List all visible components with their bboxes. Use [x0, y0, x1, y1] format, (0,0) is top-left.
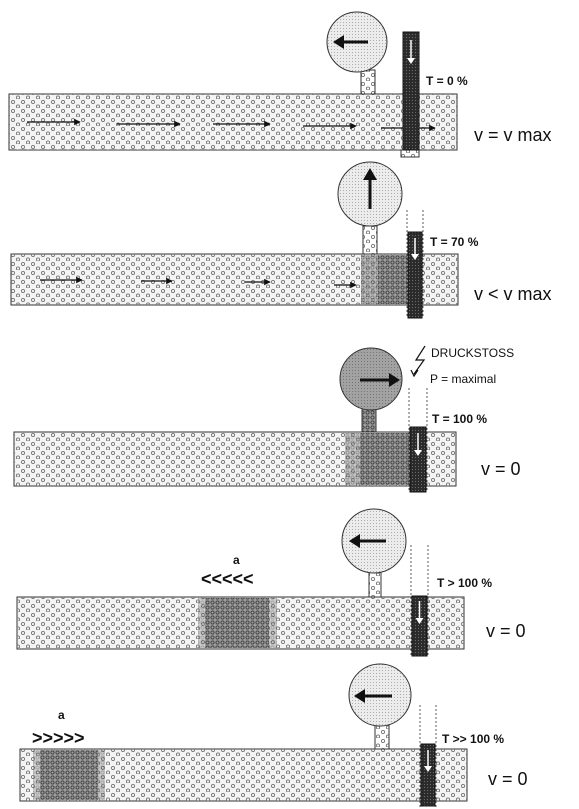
flow-arrows: [40, 276, 357, 289]
stage-2-t-label: T = 70 %: [430, 235, 479, 249]
stage-2-v-label: v < v max: [474, 284, 552, 304]
wave-direction-arrows: >>>>>: [32, 728, 85, 748]
stage-3-v-label: v = 0: [481, 459, 521, 479]
pressure-label: P = maximal: [430, 372, 496, 386]
stage-4-v-label: v = 0: [486, 621, 526, 641]
gauge-needle-up-icon: [363, 168, 377, 209]
pressure-wave: [40, 750, 98, 800]
stage-1-v-label: v = v max: [474, 125, 552, 145]
valve: [420, 743, 436, 807]
lightning-icon: [410, 345, 426, 378]
wave-marker: a: [233, 553, 240, 567]
stage-5-v-label: v = 0: [488, 769, 528, 789]
stage-4-t-label: T > 100 %: [437, 576, 492, 590]
stage-2: T = 70 % v < v max: [10, 161, 552, 319]
valve: [402, 31, 420, 151]
gauge-needle-left-icon: [354, 689, 392, 703]
pressure-wave: [205, 598, 269, 648]
wave-direction-arrows: <<<<<: [201, 569, 254, 589]
stage-5-t-label: T >> 100 %: [442, 732, 504, 746]
wave-marker: a: [58, 708, 65, 722]
gauge-needle-left-icon: [349, 534, 386, 548]
stage-3: DRUCKSTOSS P = maximal T = 100 % v = 0: [13, 345, 521, 493]
stage-3-t-label: T = 100 %: [432, 412, 487, 426]
gauge-needle-right-icon: [360, 373, 400, 387]
stage-1: T = 0 % v = v max: [8, 11, 552, 158]
gauge-needle-left-icon: [333, 35, 368, 49]
stage-5: a >>>>> T >> 100 % v = 0: [19, 663, 528, 809]
valve: [407, 231, 423, 319]
valve: [409, 426, 427, 493]
stage-1-t-label: T = 0 %: [426, 74, 468, 88]
stage-4: a <<<<< T > 100 % v = 0: [16, 508, 526, 657]
druckstoss-label: DRUCKSTOSS: [431, 346, 514, 360]
valve: [411, 595, 428, 657]
